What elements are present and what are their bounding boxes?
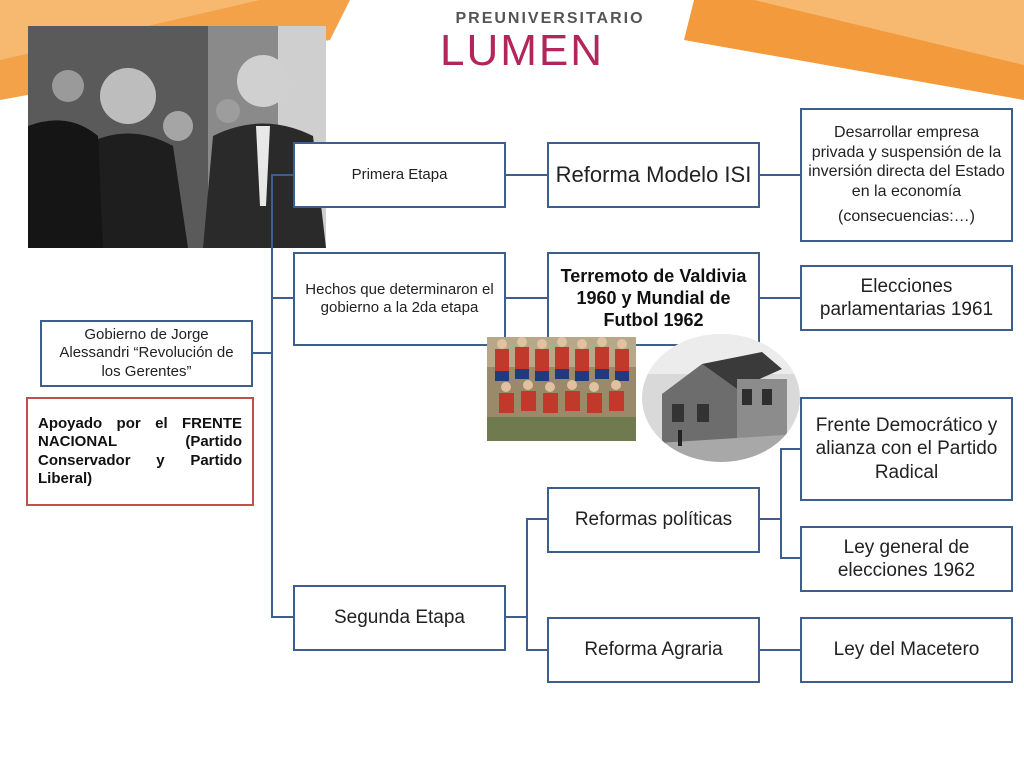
second-stage-label: Segunda Etapa (333, 607, 465, 629)
connector-trunk-v (271, 175, 273, 618)
macetero-law-node: Ley del Macetero (800, 617, 1013, 683)
isi-detail-node: Desarrollar empresa privada y suspensión… (800, 108, 1013, 242)
connector-political-right-h (759, 518, 781, 520)
events-detail-node: Terremoto de Valdivia 1960 y Mundial de … (547, 252, 760, 346)
connector-root-h (252, 352, 272, 354)
logo-title: LUMEN (440, 26, 605, 75)
democratic-front-label: Frente Democrático y alianza con el Part… (815, 415, 998, 483)
connector-political-item1-h (780, 448, 801, 450)
root-node-label: Gobierno de Jorge Alessandri “Revolución… (59, 326, 234, 380)
first-stage-node: Primera Etapa (293, 142, 506, 208)
isi-reform-node: Reforma Modelo ISI (547, 142, 760, 208)
agrarian-reform-node: Reforma Agraria (547, 617, 760, 683)
elections-1961-node: Elecciones parlamentarias 1961 (800, 265, 1013, 331)
connector-political-h (526, 518, 547, 520)
logo-subtitle: PREUNIVERSITARIO (455, 10, 645, 27)
support-note-text: Apoyado por el FRENTE NACIONAL (Partido … (38, 414, 242, 487)
connector-events-h (271, 297, 293, 299)
header-banner-right (684, 0, 1024, 100)
connector-first-h (271, 174, 293, 176)
agrarian-reform-label: Reforma Agraria (584, 639, 723, 661)
elections-1961-label: Elecciones parlamentarias 1961 (819, 275, 994, 320)
election-law-node: Ley general de elecciones 1962 (800, 526, 1013, 592)
connector-isi-detail-h (759, 174, 801, 176)
connector-second-v (526, 518, 528, 651)
first-stage-label: Primera Etapa (351, 165, 448, 183)
political-reforms-label: Reformas políticas (574, 509, 733, 531)
macetero-law-label: Ley del Macetero (833, 639, 980, 661)
connector-political-v (780, 448, 782, 558)
events-detail-label: Terremoto de Valdivia 1960 y Mundial de … (560, 266, 747, 330)
support-note: Apoyado por el FRENTE NACIONAL (Partido … (26, 397, 254, 506)
historical-photo (28, 26, 326, 248)
connector-agrarian-h (526, 649, 547, 651)
political-reforms-node: Reformas políticas (547, 487, 760, 553)
events-node: Hechos que determinaron el gobierno a la… (293, 252, 506, 346)
connector-second-right-h (505, 616, 527, 618)
democratic-front-node: Frente Democrático y alianza con el Part… (800, 397, 1013, 501)
isi-detail-consequences: (consecuencias:…) (838, 208, 975, 226)
connector-events-detail-h (505, 297, 547, 299)
earthquake-photo (642, 334, 800, 462)
events-node-label: Hechos que determinaron el gobierno a la… (305, 280, 494, 316)
isi-reform-label: Reforma Modelo ISI (555, 161, 752, 187)
second-stage-node: Segunda Etapa (293, 585, 506, 651)
connector-second-h (271, 616, 293, 618)
election-law-label: Ley general de elecciones 1962 (837, 536, 976, 581)
connector-events-result-h (759, 297, 801, 299)
root-node: Gobierno de Jorge Alessandri “Revolución… (40, 320, 253, 387)
football-team-photo (487, 337, 636, 441)
connector-political-item2-h (780, 557, 801, 559)
connector-agrarian-item-h (759, 649, 801, 651)
isi-detail-text: Desarrollar empresa privada y suspensión… (808, 124, 1005, 200)
connector-isi-h (505, 174, 547, 176)
